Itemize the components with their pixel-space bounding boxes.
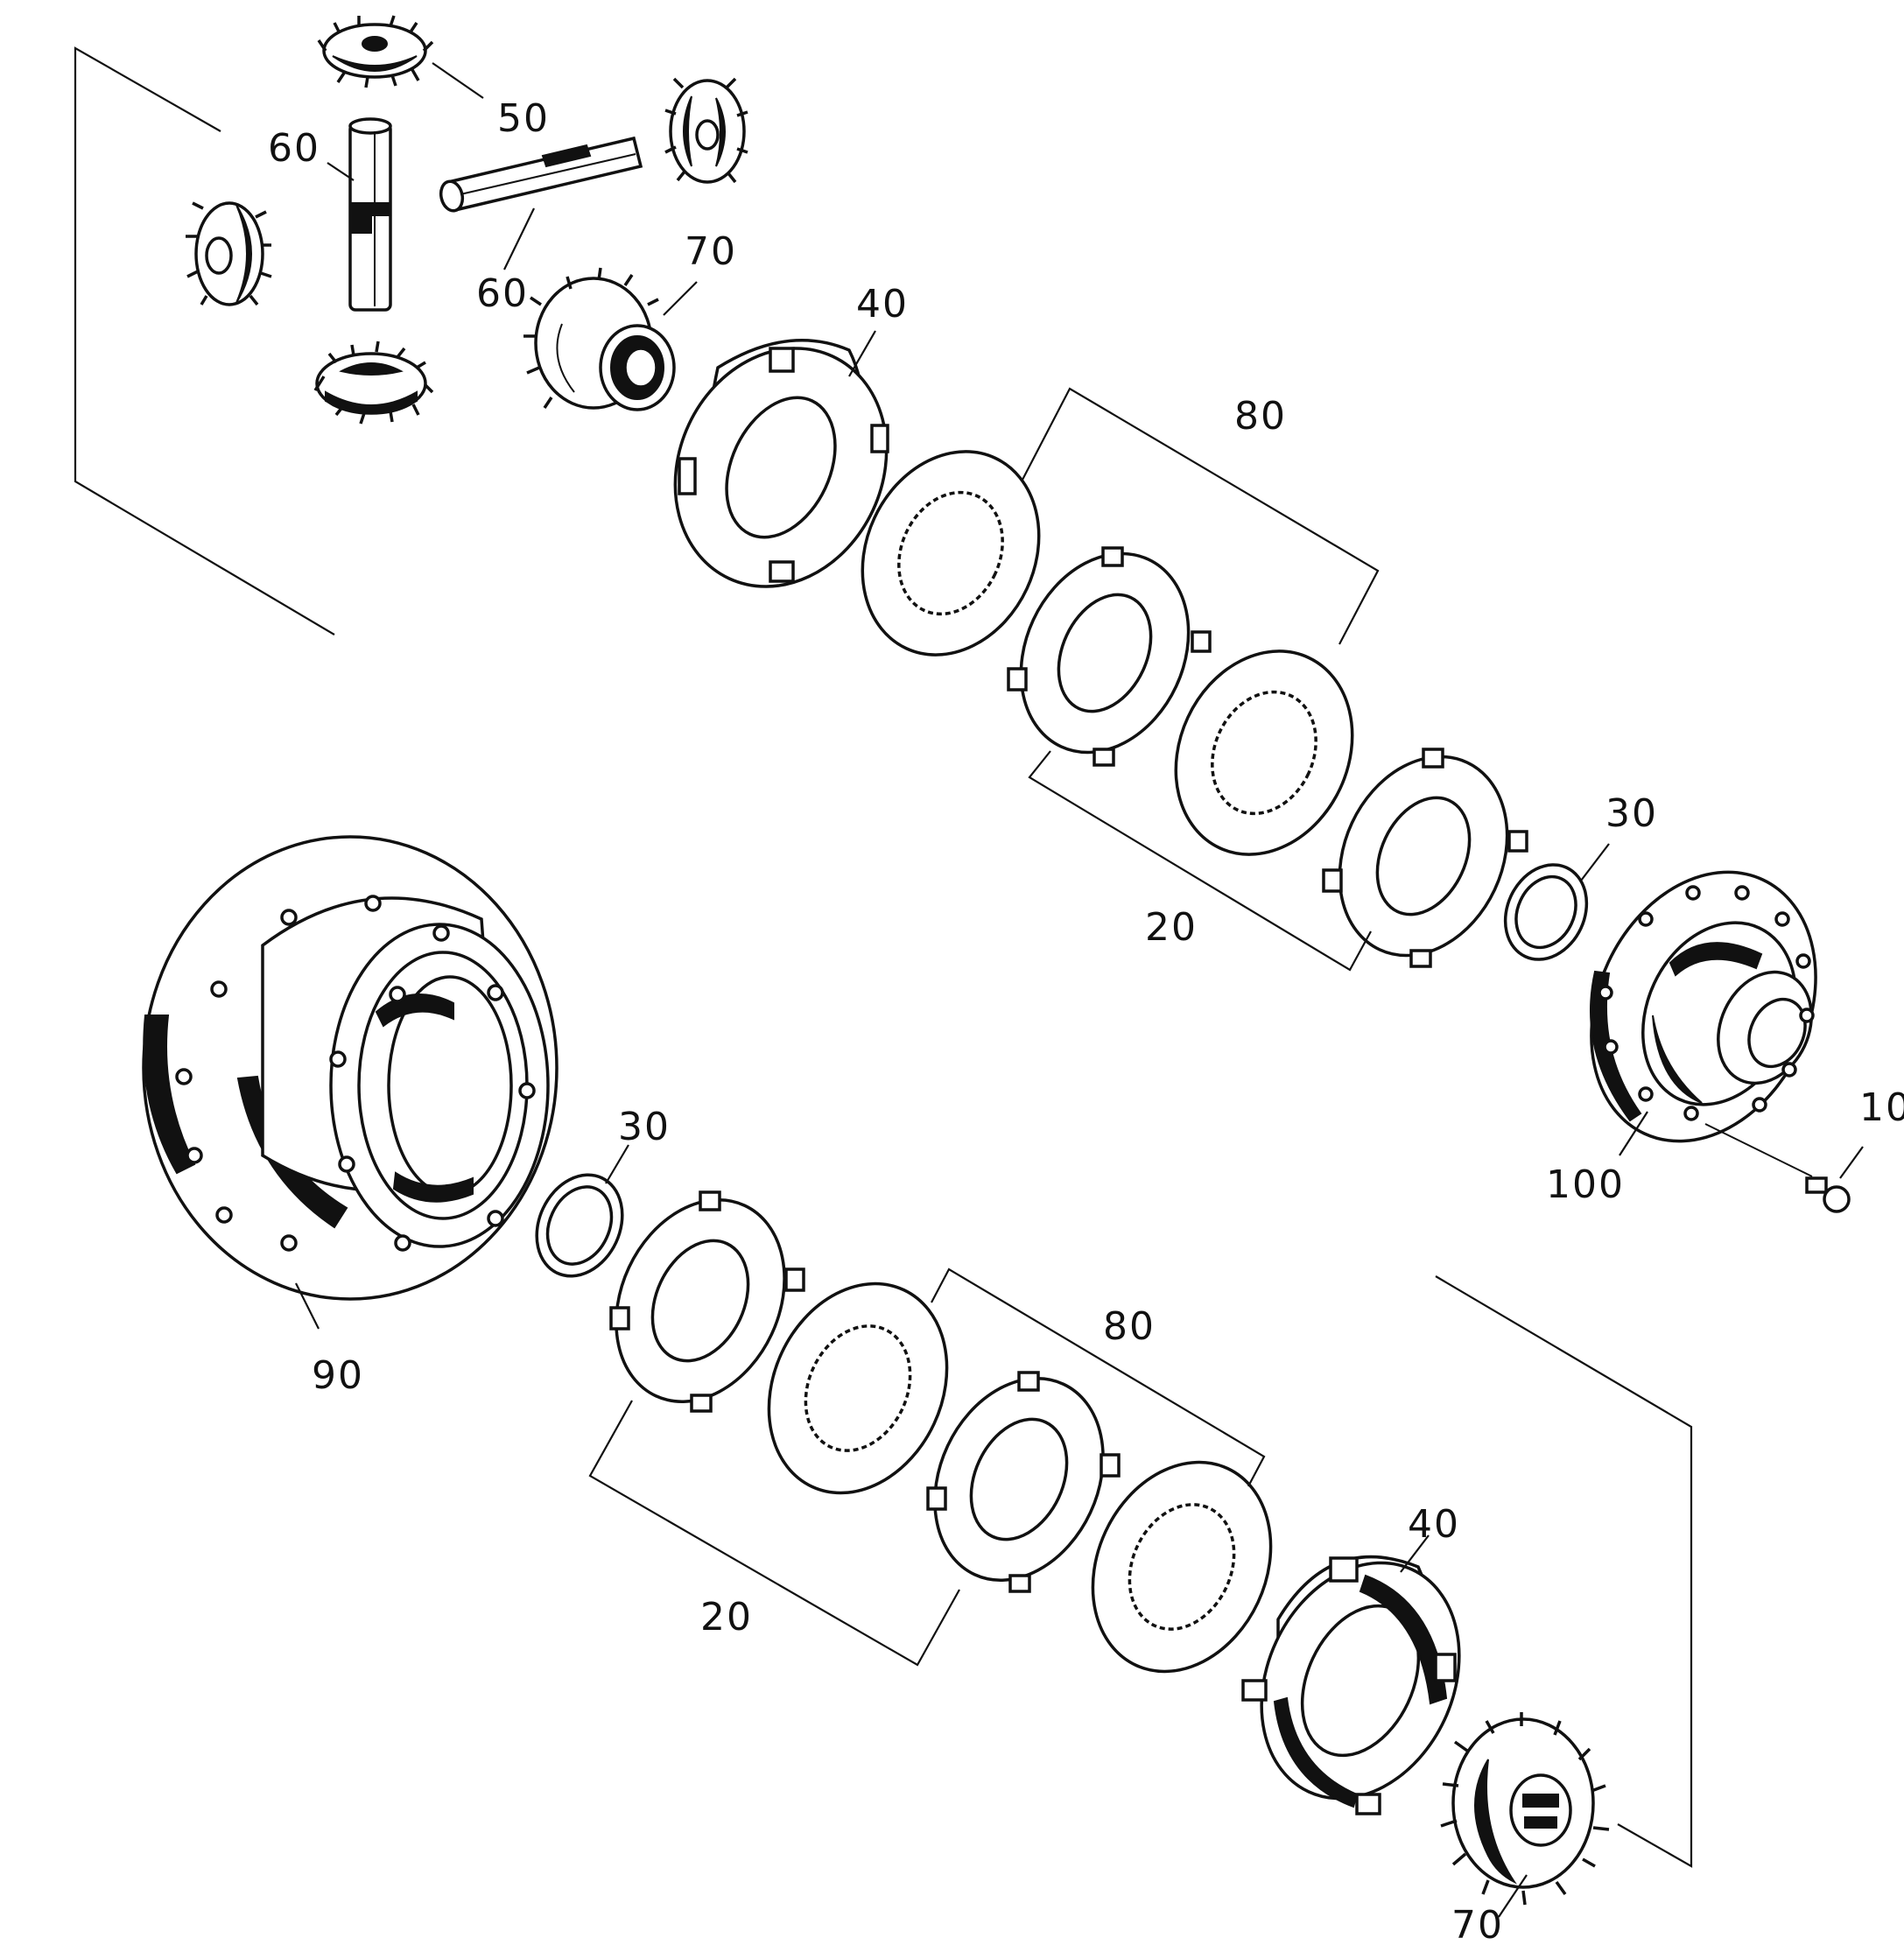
cross-shaft-vertical [348,117,392,312]
friction-disc-upper-1 [861,450,1041,657]
steel-plate-lower-1 [609,1190,805,1413]
callout-80-lower: 80 [1103,1304,1156,1349]
pressure-ring-lower [1241,1555,1461,1815]
pinion-gear-left [186,201,272,306]
side-gear-lower [1440,1712,1610,1906]
friction-disc-upper-2 [1174,650,1354,856]
callout-50: 50 [497,96,550,141]
thrust-washer-upper [1503,863,1589,961]
callout-60-vertical-shaft: 60 [268,126,320,171]
callout-60-diagonal-shaft: 60 [476,271,529,316]
pressure-ring-upper [673,339,889,588]
callout-70-upper: 70 [685,229,737,274]
lower-assembly-bracket [1435,1275,1693,1868]
case-housing-half [142,835,559,1301]
friction-disc-lower-2 [1091,1460,1273,1674]
callout-100: 100 [1546,1162,1625,1207]
callout-90: 90 [312,1353,364,1398]
steel-plate-upper-2 [1322,748,1528,968]
pinion-gear-bottom [313,341,434,425]
pinion-gear-right [664,77,748,184]
cross-shaft-diagonal [439,136,643,213]
pinion-gear-top [317,15,434,88]
callout-10: 10 [1859,1085,1904,1130]
callout-30-upper: 30 [1605,791,1658,836]
bracket-80-upper [1022,387,1380,645]
bracket-20-upper [1028,750,1372,972]
callout-40-lower: 40 [1408,1502,1460,1547]
bolt [1704,1123,1851,1213]
callout-30-lower: 30 [618,1105,671,1149]
callout-80-upper: 80 [1234,394,1287,439]
callout-labels: 50 60 60 70 40 80 30 20 10 100 30 90 80 … [268,96,1904,1945]
friction-disc-lower-1 [767,1281,949,1495]
case-flange-half [1590,870,1817,1143]
steel-plate-lower-2 [926,1371,1121,1593]
steel-plate-upper-1 [1007,546,1212,767]
thrust-washer-lower [535,1173,624,1278]
bracket-80-lower [931,1267,1266,1487]
callout-40-upper: 40 [856,282,909,327]
callout-20-lower: 20 [700,1595,753,1640]
side-gear-upper [523,267,676,411]
bracket-20-lower [588,1400,960,1667]
callout-20-upper: 20 [1145,905,1198,950]
upper-assembly-bracket [74,46,335,635]
leader-lines [295,62,1864,1918]
callout-70-lower: 70 [1451,1903,1504,1945]
